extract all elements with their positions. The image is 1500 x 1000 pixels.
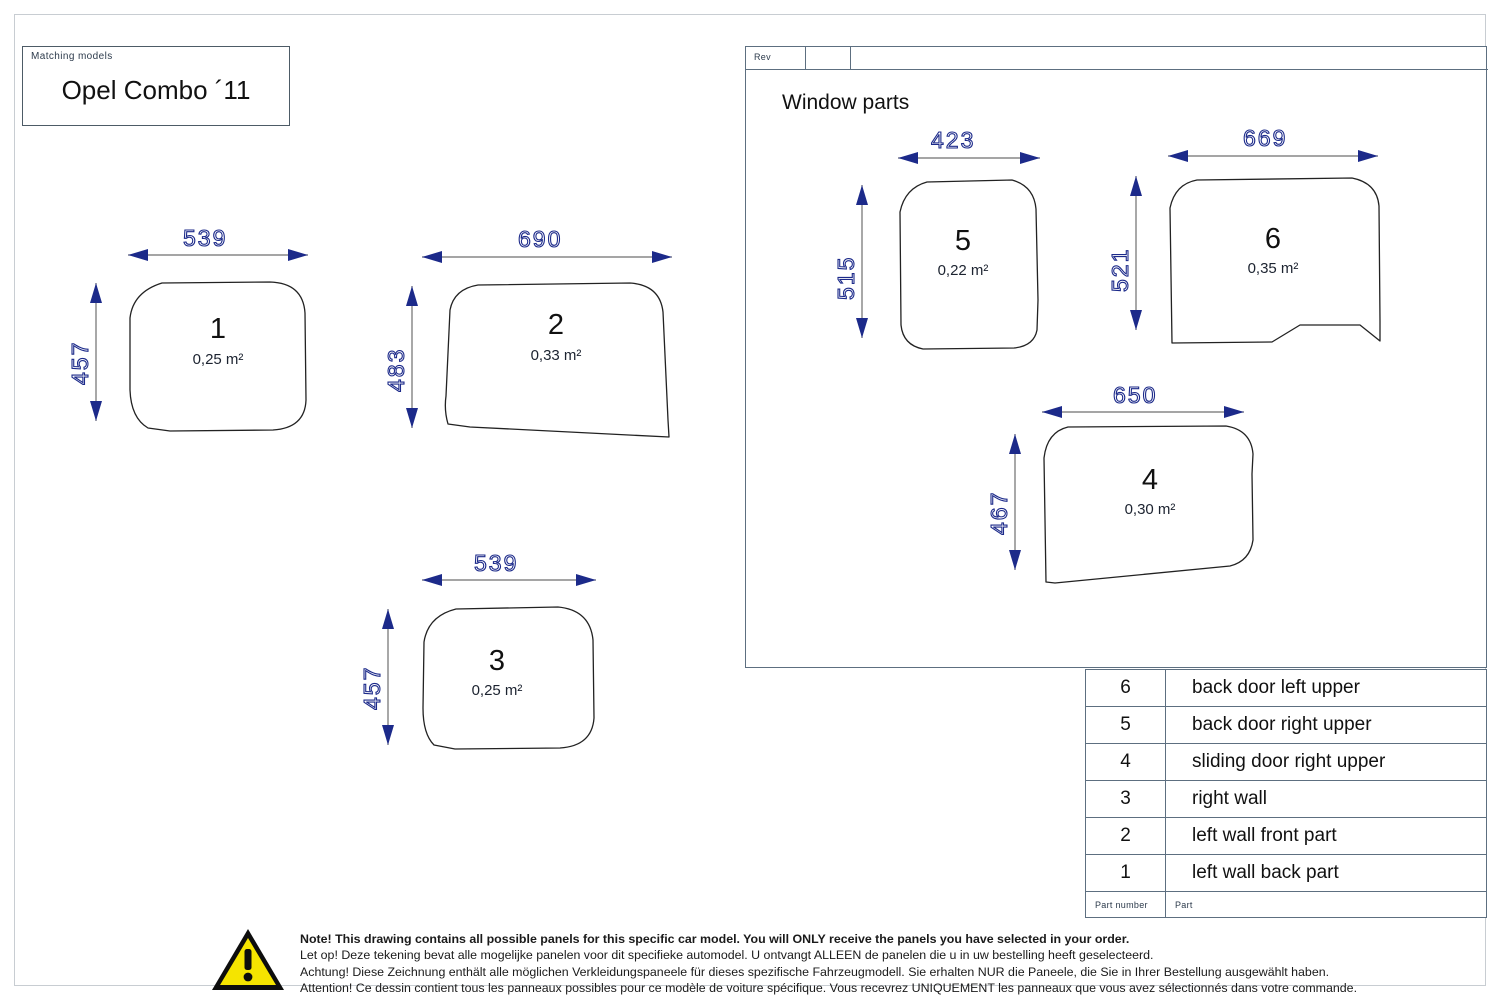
legend-number: 1 bbox=[1085, 854, 1166, 892]
table-row: 6 back door left upper bbox=[1085, 669, 1487, 707]
legend-name: left wall back part bbox=[1165, 854, 1487, 892]
legend-header-name: Part bbox=[1165, 891, 1487, 918]
legend-number: 3 bbox=[1085, 780, 1166, 818]
legend-number: 6 bbox=[1085, 669, 1166, 707]
legend-number: 2 bbox=[1085, 817, 1166, 855]
table-header-row: Part number Part bbox=[1085, 891, 1487, 918]
revision-label: Rev bbox=[746, 47, 806, 69]
matching-models-block: Matching models Opel Combo ´11 bbox=[22, 46, 290, 126]
legend-name: back door left upper bbox=[1165, 669, 1487, 707]
legend-number: 4 bbox=[1085, 743, 1166, 781]
notice-line-de: Achtung! Diese Zeichnung enthält alle mö… bbox=[300, 964, 1330, 979]
notice-line-fr: Attention! Ce dessin contient tous les p… bbox=[300, 981, 1358, 996]
window-parts-header-row: Rev bbox=[746, 47, 1488, 70]
notice-line-en: Note! This drawing contains all possible… bbox=[300, 932, 1130, 946]
revision-value-cell bbox=[806, 47, 851, 69]
parts-legend-table: 6 back door left upper 5 back door right… bbox=[1085, 669, 1487, 918]
table-row: 4 sliding door right upper bbox=[1085, 743, 1487, 781]
table-row: 5 back door right upper bbox=[1085, 706, 1487, 744]
legend-header-number: Part number bbox=[1085, 891, 1166, 918]
legend-name: right wall bbox=[1165, 780, 1487, 818]
table-row: 1 left wall back part bbox=[1085, 854, 1487, 892]
notice-text-block: Note! This drawing contains all possible… bbox=[300, 925, 1450, 997]
table-row: 2 left wall front part bbox=[1085, 817, 1487, 855]
window-parts-title: Window parts bbox=[782, 91, 910, 114]
window-parts-panel: Rev Window parts bbox=[745, 46, 1488, 668]
car-model-name: Opel Combo ´11 bbox=[61, 75, 251, 105]
table-row: 3 right wall bbox=[1085, 780, 1487, 818]
legend-name: left wall front part bbox=[1165, 817, 1487, 855]
notice-line-nl: Let op! Deze tekening bevat alle mogelij… bbox=[300, 948, 1154, 963]
warning-triangle-icon bbox=[212, 929, 284, 990]
legend-name: back door right upper bbox=[1165, 706, 1487, 744]
legend-name: sliding door right upper bbox=[1165, 743, 1487, 781]
footer-notice: Note! This drawing contains all possible… bbox=[210, 925, 1450, 997]
legend-number: 5 bbox=[1085, 706, 1166, 744]
matching-models-label: Matching models bbox=[31, 51, 113, 62]
